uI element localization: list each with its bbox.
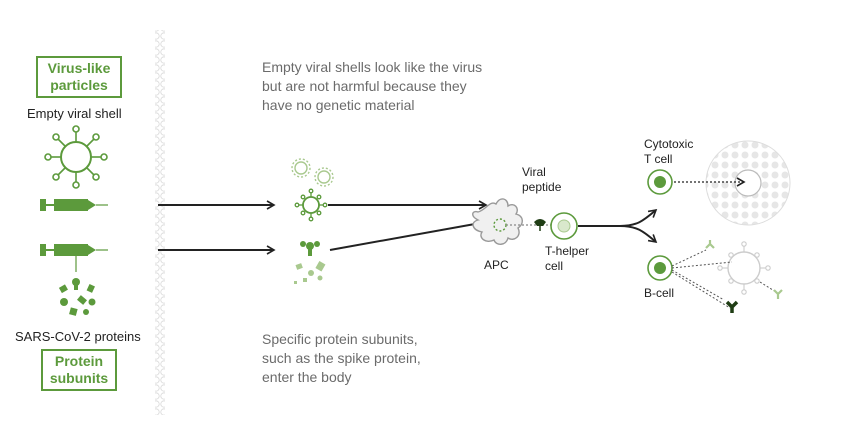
skin-barrier bbox=[155, 30, 265, 415]
protein-label-line2: subunits bbox=[49, 370, 109, 386]
b-cell-label: B-cell bbox=[644, 286, 675, 300]
vlp-label-line1: Virus-like bbox=[47, 60, 111, 76]
small-virus-icons bbox=[291, 158, 334, 187]
sars-proteins-label: SARS-CoV-2 proteins bbox=[15, 329, 141, 344]
protein-subunits-icon bbox=[58, 278, 96, 316]
cytotoxic-label: Cytotoxic T cell bbox=[644, 137, 693, 167]
virus-target-icon bbox=[717, 241, 771, 295]
apc-label: APC bbox=[484, 258, 509, 272]
antibody-icons bbox=[705, 240, 783, 313]
syringe-icon bbox=[40, 199, 108, 211]
t-helper-cell bbox=[550, 212, 578, 240]
protein-subunits-label: Protein subunits bbox=[41, 349, 117, 391]
label-line: T cell bbox=[644, 152, 673, 166]
label-line: cell bbox=[545, 259, 564, 273]
caption-line: Empty viral shells look like the virus bbox=[262, 59, 483, 75]
caption-line: have no genetic material bbox=[262, 97, 415, 113]
t-helper-label: T-helper cell bbox=[545, 244, 589, 274]
label-line: Viral bbox=[522, 165, 546, 179]
protein-fragment-icons bbox=[294, 241, 326, 284]
caption-line: such as the spike protein, bbox=[262, 350, 421, 366]
virus-shell-icon bbox=[44, 125, 108, 189]
protein-label-line1: Protein bbox=[54, 353, 104, 369]
empty-shell-label: Empty viral shell bbox=[27, 106, 122, 121]
protein-caption: Specific protein subunits, such as the s… bbox=[262, 330, 421, 387]
caption-line: Specific protein subunits, bbox=[262, 331, 418, 347]
b-cell bbox=[647, 255, 673, 281]
syringe-icon bbox=[40, 244, 108, 256]
vlp-label-line2: particles bbox=[50, 77, 108, 93]
infected-cell bbox=[705, 140, 791, 226]
caption-line: enter the body bbox=[262, 369, 352, 385]
vlp-caption: Empty viral shells look like the virus b… bbox=[262, 58, 482, 115]
label-line: T-helper bbox=[545, 244, 590, 258]
label-line: peptide bbox=[522, 180, 562, 194]
caption-line: but are not harmful because they bbox=[262, 78, 467, 94]
cytotoxic-t-cell bbox=[647, 169, 673, 195]
viral-peptide-label: Viral peptide bbox=[522, 165, 561, 195]
virus-like-particles-label: Virus-like particles bbox=[36, 56, 122, 98]
virus-shell-icon bbox=[294, 188, 328, 222]
label-line: Cytotoxic bbox=[644, 137, 694, 151]
viral-peptide-icon bbox=[534, 219, 546, 231]
antibody-paths bbox=[671, 249, 777, 309]
